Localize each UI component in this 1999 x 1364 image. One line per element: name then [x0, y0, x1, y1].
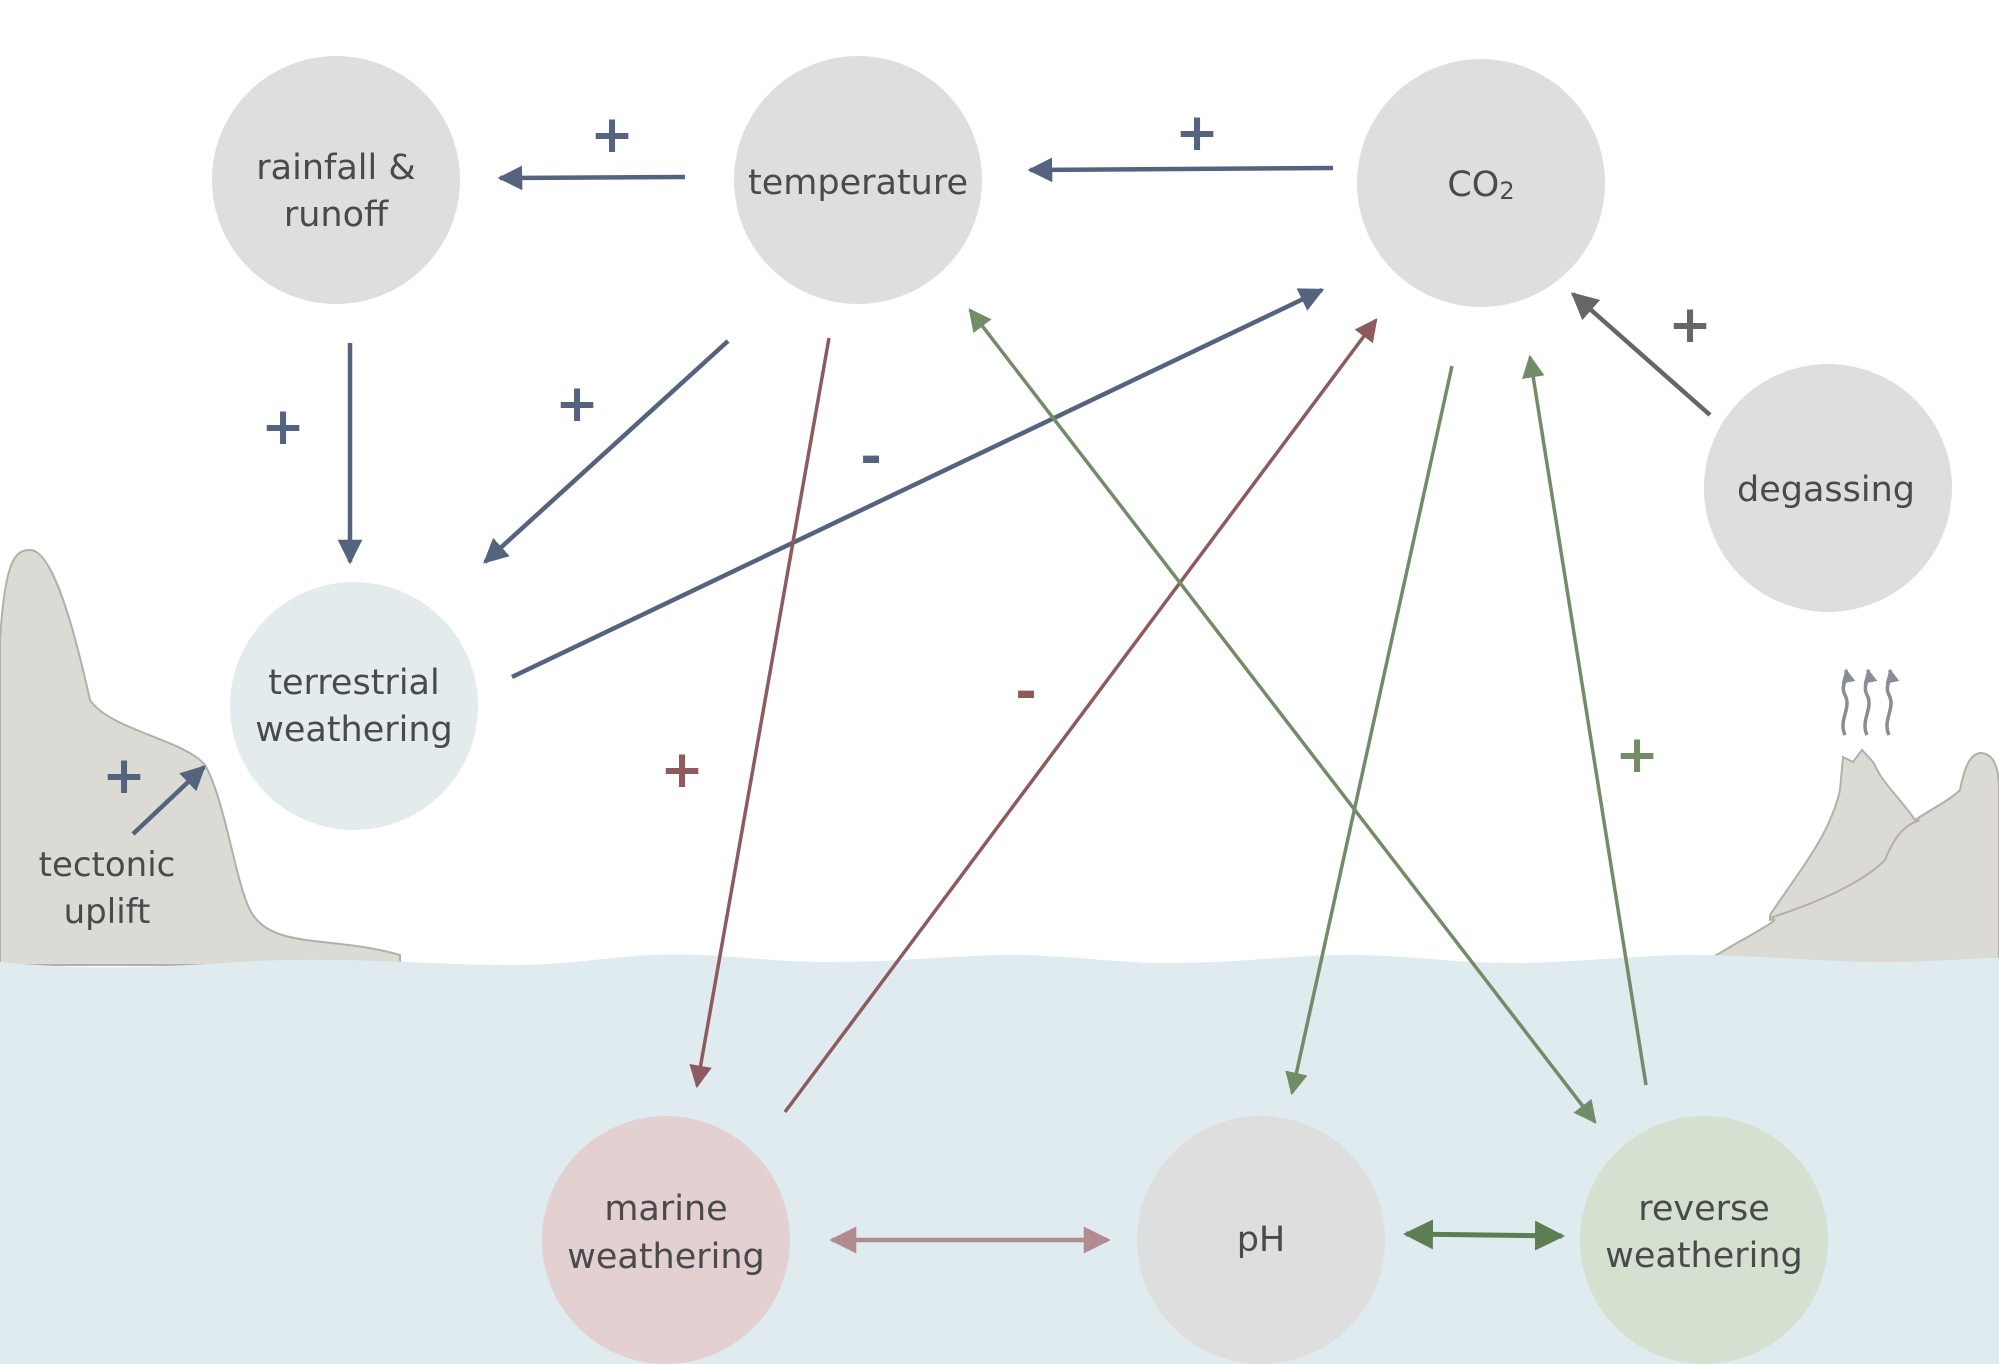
node-co2	[1357, 59, 1605, 307]
label-temperature: temperature	[748, 163, 968, 203]
arrow-terrestrial-to-co2	[511, 287, 1325, 680]
arrow-temperature-to-marine	[689, 337, 831, 1089]
label-co2-subscript: 2	[1499, 177, 1514, 205]
label-co2: CO2	[1447, 165, 1514, 205]
sign-co2-to-temperature: +	[1175, 103, 1219, 163]
sign-marine-to-co2: -	[1015, 662, 1037, 722]
arrow-co2-to-temperature	[1027, 157, 1334, 183]
arrow-temperature-reverse-weathering	[968, 308, 1597, 1124]
label-terrestrial-line2: weathering	[255, 710, 453, 750]
volcano-ridge	[1769, 819, 1921, 919]
label-rainfall-line2: runoff	[284, 195, 389, 235]
label-reverse-line2: weathering	[1605, 1236, 1803, 1276]
node-reverse-weathering	[1580, 1116, 1828, 1364]
node-rainfall-runoff	[212, 56, 460, 304]
arrow-tectonic-uplift	[131, 765, 206, 836]
node-degassing	[1704, 364, 1952, 612]
sign-temperature-to-marine: +	[660, 740, 704, 800]
sign-tectonic-uplift: +	[102, 746, 146, 806]
right-volcano	[1696, 748, 1999, 966]
node-temperature	[734, 56, 982, 304]
node-marine-weathering	[542, 1116, 790, 1364]
label-tectonic-line2: uplift	[64, 892, 151, 932]
sign-temperature-to-terrestrial: +	[555, 374, 599, 434]
left-mountain	[0, 548, 401, 966]
label-co2-main: CO	[1447, 165, 1499, 205]
label-rainfall-line1: rainfall &	[256, 148, 415, 188]
sign-terrestrial-to-co2: -	[860, 427, 882, 487]
sign-temperature-to-rainfall: +	[590, 105, 634, 165]
label-ph: pH	[1237, 1220, 1286, 1260]
node-terrestrial-weathering	[230, 582, 478, 830]
sign-rainfall-to-terrestrial: +	[261, 397, 305, 457]
label-tectonic-line1: tectonic	[39, 845, 176, 885]
label-terrestrial-line1: terrestrial	[268, 663, 439, 703]
node-ph	[1137, 1116, 1385, 1364]
label-degassing: degassing	[1737, 470, 1915, 510]
label-marine-line2: weathering	[567, 1237, 765, 1277]
arrow-ph-reverse	[1403, 1219, 1565, 1251]
arrow-temperature-to-terrestrial	[483, 339, 730, 564]
arrow-temperature-to-rainfall	[497, 165, 686, 191]
arrow-reverse-to-co2	[1521, 354, 1648, 1086]
sign-reverse-to-co2: +	[1615, 725, 1659, 785]
sign-degassing-to-co2: +	[1668, 295, 1712, 355]
label-reverse-line1: reverse	[1638, 1189, 1770, 1229]
label-marine-line1: marine	[604, 1189, 727, 1229]
steam-icon	[1841, 668, 1900, 736]
